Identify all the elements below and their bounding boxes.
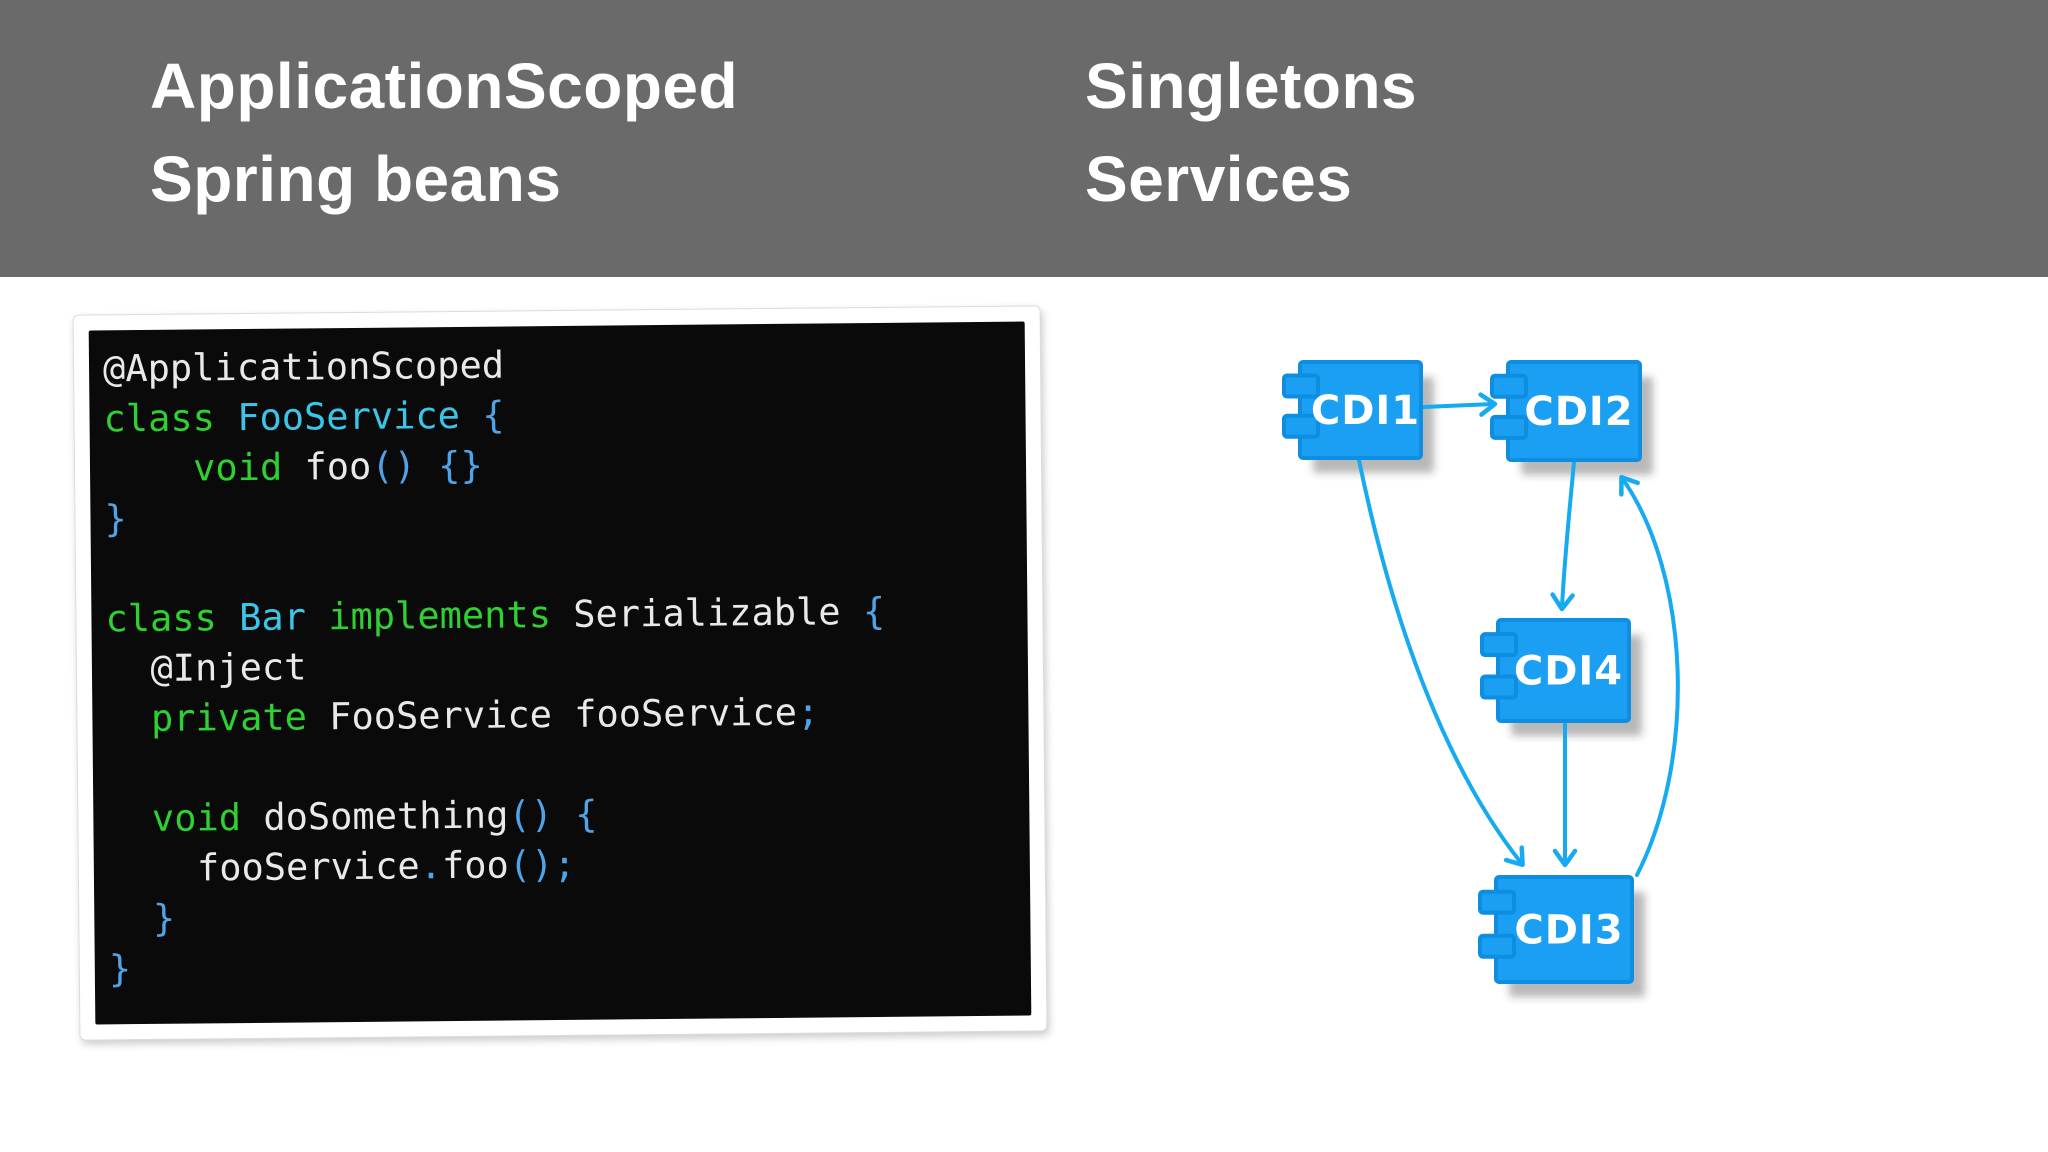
code-line: class Bar implements Serializable { (105, 589, 886, 641)
edge-cdi2-to-cdi4 (1550, 460, 1576, 612)
code-line: } (108, 896, 176, 941)
code-line: void doSomething() { (151, 792, 598, 840)
code-line: private FooService fooService; (150, 690, 820, 740)
edge-cdi1-to-cdi3 (1357, 458, 1525, 868)
component-tab-icon (1282, 413, 1320, 439)
component-tab-icon (1490, 414, 1528, 440)
code-line: @Inject (105, 645, 307, 691)
code-line (105, 536, 1017, 595)
code-line: class FooService { (103, 393, 505, 441)
node-cdi1: CDI1 (1282, 360, 1423, 460)
code-line (107, 736, 1019, 795)
title-right-line1: Singletons (1085, 50, 1418, 122)
node-label: CDI1 (1311, 388, 1420, 434)
node-label: CDI3 (1514, 908, 1623, 954)
node-cdi2: CDI2 (1490, 360, 1642, 462)
component-box (1494, 875, 1634, 984)
code-line: fooService.foo(); (107, 842, 576, 891)
component-tab-icon (1480, 674, 1518, 700)
component-tab-icon (1282, 373, 1320, 399)
code-line: @ApplicationScoped (102, 343, 505, 391)
edge-cdi3-to-cdi2 (1619, 474, 1680, 877)
code-line: } (108, 947, 132, 991)
node-label: CDI4 (1514, 649, 1623, 695)
component-box (1506, 360, 1642, 462)
component-tab-icon (1480, 632, 1518, 658)
component-box (1298, 360, 1423, 460)
edge-cdi1-to-cdi2 (1421, 392, 1498, 417)
title-column-right: Singletons Services (1085, 40, 1417, 226)
title-right-line2: Services (1085, 143, 1353, 215)
title-column-left: ApplicationScoped Spring beans (150, 40, 738, 226)
code-line: } (104, 497, 127, 541)
component-box (1496, 618, 1631, 723)
diagram-edges (1357, 392, 1680, 877)
component-tab-icon (1478, 889, 1516, 915)
node-cdi3: CDI3 (1478, 875, 1634, 984)
title-left-line1: ApplicationScoped (150, 50, 739, 122)
node-label: CDI2 (1524, 389, 1633, 435)
header-bar: ApplicationScoped Spring beans Singleton… (0, 0, 2048, 277)
component-tab-icon (1490, 373, 1528, 399)
code-line: void foo() {} (192, 443, 483, 490)
title-left-line2: Spring beans (150, 143, 562, 215)
component-tab-icon (1478, 933, 1516, 959)
node-cdi4: CDI4 (1480, 618, 1631, 723)
